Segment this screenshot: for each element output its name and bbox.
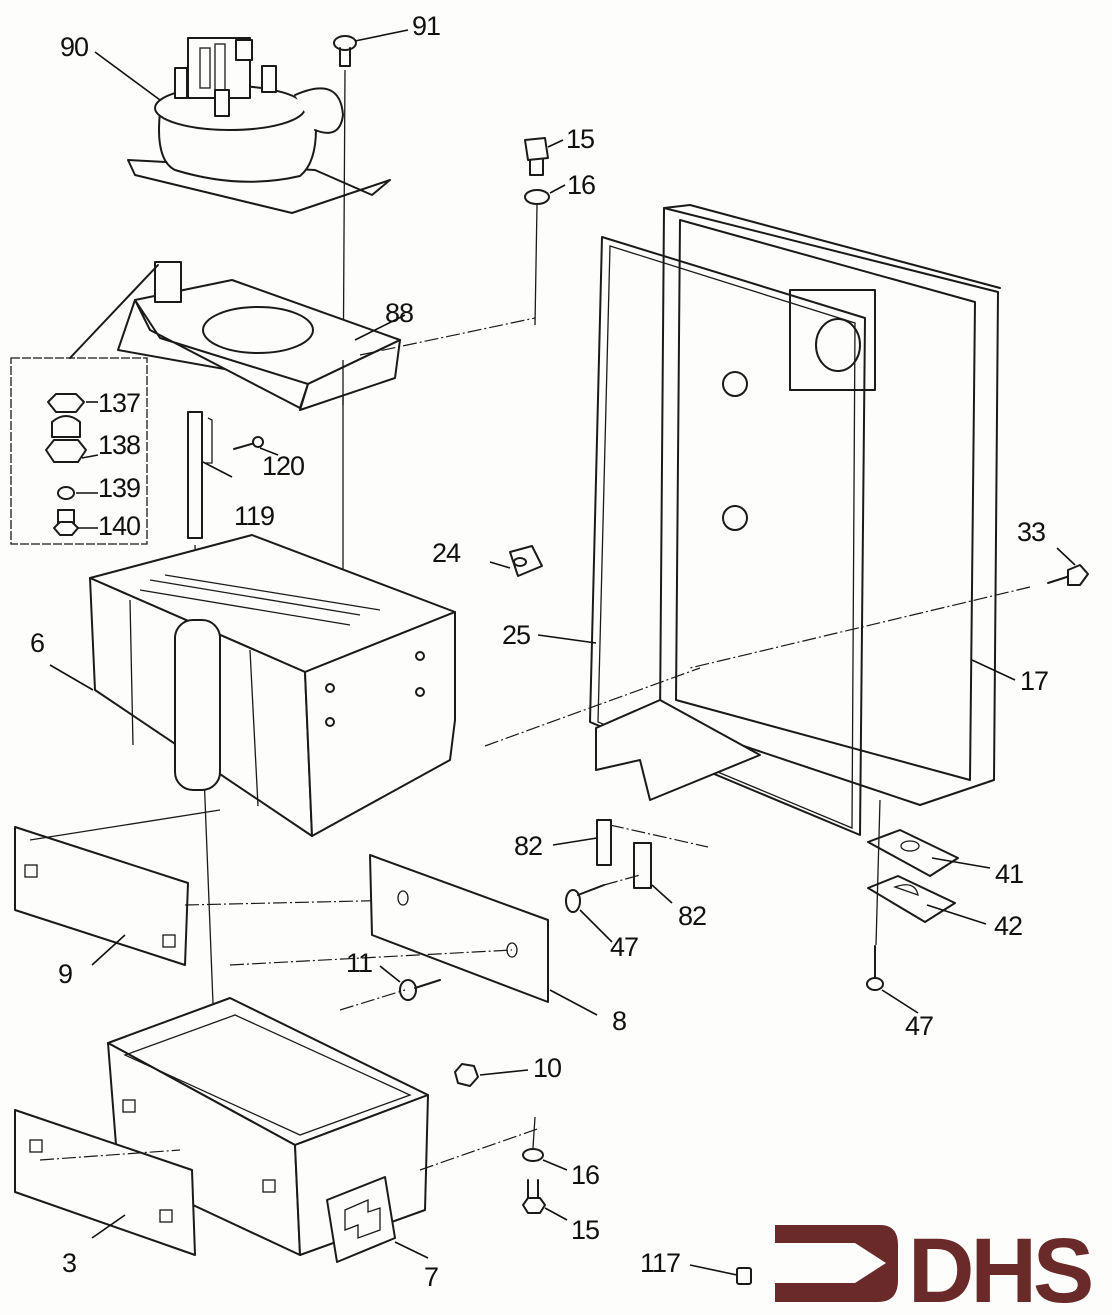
callout-139: 139	[98, 473, 140, 503]
callout-91: 91	[412, 11, 440, 41]
part-3-front-panel	[14, 1109, 196, 1256]
part-11-bolt	[339, 979, 441, 1011]
callout-90: 90	[60, 32, 88, 62]
dhs-logo: DHS	[775, 1220, 1095, 1315]
part-8-side-panel-right	[229, 854, 549, 1003]
callout-16-top: 16	[567, 170, 595, 200]
part-117-clip-nut	[736, 1267, 752, 1285]
part-15-16-top-bolt	[524, 137, 550, 326]
callout-11: 11	[346, 948, 372, 978]
callout-labels: 90 91 15 16 88 137 138 139 140 120 119 2…	[30, 11, 1049, 1292]
part-9-side-panel-left	[14, 809, 406, 966]
callout-82-left: 82	[514, 831, 542, 861]
part-24-clip	[509, 545, 543, 577]
callout-6: 6	[30, 628, 44, 658]
injector-inset	[10, 264, 159, 545]
part-42-gasket-plate	[867, 875, 956, 923]
callout-17: 17	[1020, 666, 1048, 696]
part-33-bolt	[1047, 564, 1089, 586]
callout-15-bottom: 15	[571, 1215, 599, 1245]
callout-24: 24	[432, 538, 461, 568]
callout-120: 120	[262, 451, 304, 481]
callout-33: 33	[1017, 517, 1045, 547]
callout-140: 140	[98, 511, 140, 541]
part-25-frame-seal	[484, 236, 1031, 836]
part-15-16-bottom-bolt	[522, 1116, 546, 1214]
part-7-base	[107, 997, 541, 1263]
callout-82-right: 82	[678, 901, 706, 931]
callout-47-middle: 47	[610, 932, 638, 962]
callout-3: 3	[62, 1248, 76, 1278]
part-47-screw-right	[866, 799, 884, 991]
leader-lines	[49, 29, 1076, 1276]
part-41-plate	[867, 829, 959, 877]
part-17-casing	[659, 204, 1001, 806]
callout-42: 42	[994, 911, 1022, 941]
part-10-nut	[454, 1063, 479, 1087]
part-82-clips	[596, 819, 709, 889]
callout-9: 9	[58, 959, 72, 989]
callout-10: 10	[533, 1053, 561, 1083]
callout-15-top: 15	[566, 124, 594, 154]
callout-47-right: 47	[905, 1011, 933, 1041]
callout-25: 25	[502, 620, 530, 650]
callout-119: 119	[234, 501, 274, 531]
part-88-burner-plate	[117, 261, 536, 760]
callout-88: 88	[385, 298, 413, 328]
logo-text: DHS	[908, 1220, 1091, 1315]
callout-137: 137	[98, 388, 140, 418]
callout-41: 41	[995, 859, 1023, 889]
callout-117: 117	[640, 1248, 680, 1278]
callout-16-bottom: 16	[571, 1160, 599, 1190]
part-90-fan-assembly	[127, 37, 391, 214]
callout-138: 138	[98, 430, 140, 460]
part-120-screw	[206, 417, 264, 464]
callout-7: 7	[424, 1262, 438, 1292]
part-47-screw-middle	[565, 874, 641, 913]
callout-8: 8	[612, 1006, 626, 1036]
part-6-heat-exchanger	[89, 534, 456, 837]
logo-arrow-icon	[775, 1225, 898, 1302]
